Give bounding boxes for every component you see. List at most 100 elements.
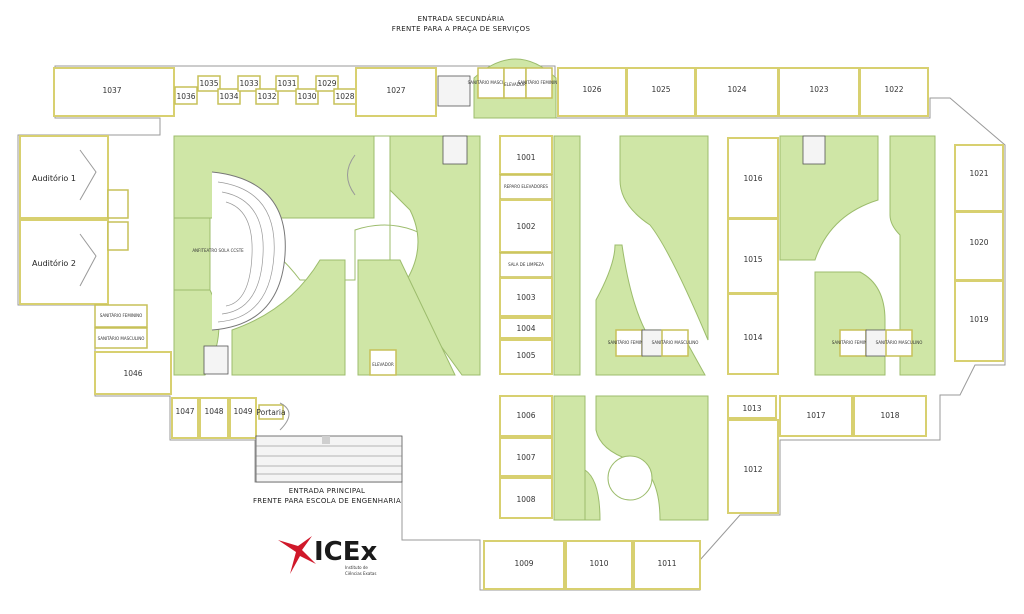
room-1002[interactable] — [499, 199, 553, 253]
room-1010-label: 1010 — [589, 559, 608, 568]
center-sanitario-masculino-label: SANITÁRIO MASCULINO — [652, 340, 699, 345]
right-sanitario-masculino-label: SANITÁRIO MASCULINO — [876, 340, 923, 345]
entrance-pillar — [322, 436, 330, 444]
room-1018[interactable] — [853, 395, 927, 437]
lower-courtyard-roundabout — [607, 455, 653, 501]
room-1019[interactable] — [954, 280, 1004, 362]
room-1022[interactable] — [859, 67, 929, 117]
room-1012-label: 1012 — [743, 465, 762, 474]
auditorio-side-room-b[interactable] — [107, 221, 129, 251]
center-lawn-strip — [553, 135, 581, 376]
room-1017[interactable] — [779, 395, 853, 437]
room-1036-label: 1036 — [176, 92, 195, 101]
room-1047[interactable] — [171, 397, 199, 439]
auditorio-1-stage — [79, 149, 97, 201]
room-1034-label: 1034 — [219, 92, 238, 101]
room-1048[interactable] — [199, 397, 229, 439]
room-1004-label: 1004 — [516, 324, 535, 333]
amphitheater-label: ANFITEATRO SOLA CCSTE — [192, 248, 244, 253]
room-1009-label: 1009 — [514, 559, 533, 568]
room-1016-label: 1016 — [743, 174, 762, 183]
room-1025[interactable] — [626, 67, 696, 117]
room-1049[interactable] — [229, 397, 257, 439]
room-1020-label: 1020 — [969, 238, 988, 247]
room-1021-label: 1021 — [969, 169, 988, 178]
room-1049-label: 1049 — [233, 407, 252, 416]
auditorio-1-label: Auditório 1 — [32, 173, 76, 183]
top-entrance-steps — [437, 75, 471, 107]
right-sanitario-masculino[interactable] — [885, 329, 913, 357]
mid-elevator[interactable] — [369, 349, 397, 376]
room-1001-label: 1001 — [516, 153, 535, 162]
portaria[interactable] — [258, 404, 284, 420]
room-1026[interactable] — [557, 67, 627, 117]
room-1021[interactable] — [954, 144, 1004, 212]
left-sanitario-feminino-label: SANITÁRIO FEMININO — [100, 313, 143, 318]
room-1036[interactable] — [174, 86, 198, 105]
center-small-room-a[interactable] — [499, 174, 553, 200]
room-1007[interactable] — [499, 437, 553, 477]
room-1009[interactable] — [483, 540, 565, 590]
room-1013[interactable] — [727, 395, 777, 419]
room-1029[interactable] — [315, 75, 339, 92]
auditorio-1[interactable] — [19, 135, 109, 219]
room-1011[interactable] — [633, 540, 701, 590]
center-sanitario-masculino[interactable] — [661, 329, 689, 357]
room-1029-label: 1029 — [317, 79, 336, 88]
room-1033-label: 1033 — [239, 79, 258, 88]
center-sanitario-feminino-label: SANITÁRIO FEMININO — [608, 340, 651, 345]
left-sanitario-masculino[interactable] — [94, 327, 148, 349]
icex-logo-icon — [278, 536, 316, 574]
top-sanitario-masculino-label: SANITÁRIO MASCULINO — [468, 80, 515, 85]
portaria-label: Portaria — [256, 408, 285, 417]
room-1027-label: 1027 — [386, 86, 405, 95]
room-1047-label: 1047 — [175, 407, 194, 416]
room-1035[interactable] — [197, 75, 221, 92]
room-1028-label: 1028 — [335, 92, 354, 101]
center-sanitario-feminino[interactable] — [615, 329, 643, 357]
room-1032[interactable] — [255, 88, 279, 105]
room-1033[interactable] — [237, 75, 261, 92]
main-entrance-title: ENTRADA PRINCIPAL — [289, 487, 365, 495]
room-1008[interactable] — [499, 477, 553, 519]
mid-elevator-label: ELEVADOR — [372, 362, 394, 367]
top-sanitario-feminino[interactable] — [525, 67, 553, 99]
room-1004[interactable] — [499, 317, 553, 339]
room-1030[interactable] — [295, 88, 319, 105]
room-1007-label: 1007 — [516, 453, 535, 462]
room-1037[interactable] — [53, 67, 175, 117]
room-1003-label: 1003 — [516, 293, 535, 302]
center-small-room-a-label: REPARO ELEVADORES — [504, 184, 548, 189]
room-1014[interactable] — [727, 293, 779, 375]
room-1031-label: 1031 — [277, 79, 296, 88]
room-1024[interactable] — [695, 67, 779, 117]
room-1001[interactable] — [499, 135, 553, 175]
room-1019-label: 1019 — [969, 315, 988, 324]
main-entrance-subtitle: FRENTE PARA ESCOLA DE ENGENHARIA — [253, 497, 401, 505]
room-1027[interactable] — [355, 67, 437, 117]
room-1046[interactable] — [94, 351, 172, 395]
room-1006[interactable] — [499, 395, 553, 437]
center-lawn-top-right — [619, 135, 709, 341]
room-1024-label: 1024 — [727, 85, 746, 94]
left-courtyard-lawn-bottom — [231, 259, 346, 376]
room-1006-label: 1006 — [516, 411, 535, 420]
auditorio-side-room-a[interactable] — [107, 189, 129, 219]
room-1013-label: 1013 — [742, 404, 761, 413]
left-sanitario-feminino[interactable] — [94, 304, 148, 328]
room-1005-label: 1005 — [516, 351, 535, 360]
room-1035-label: 1035 — [199, 79, 218, 88]
room-1003[interactable] — [499, 277, 553, 317]
room-1034[interactable] — [217, 88, 241, 105]
room-1031[interactable] — [275, 75, 299, 92]
room-1015-label: 1015 — [743, 255, 762, 264]
icex-logo-text: ICEx — [314, 537, 378, 567]
right-lawn-bottom — [814, 271, 886, 376]
center-small-room-b-label: SALA DE LIMPEZA — [508, 262, 544, 267]
room-1010[interactable] — [565, 540, 633, 590]
room-1026-label: 1026 — [582, 85, 601, 94]
room-1012[interactable] — [727, 419, 779, 514]
icex-logo-line2: Ciências Exatas — [345, 571, 376, 576]
room-1020[interactable] — [954, 211, 1004, 281]
room-1005[interactable] — [499, 339, 553, 375]
